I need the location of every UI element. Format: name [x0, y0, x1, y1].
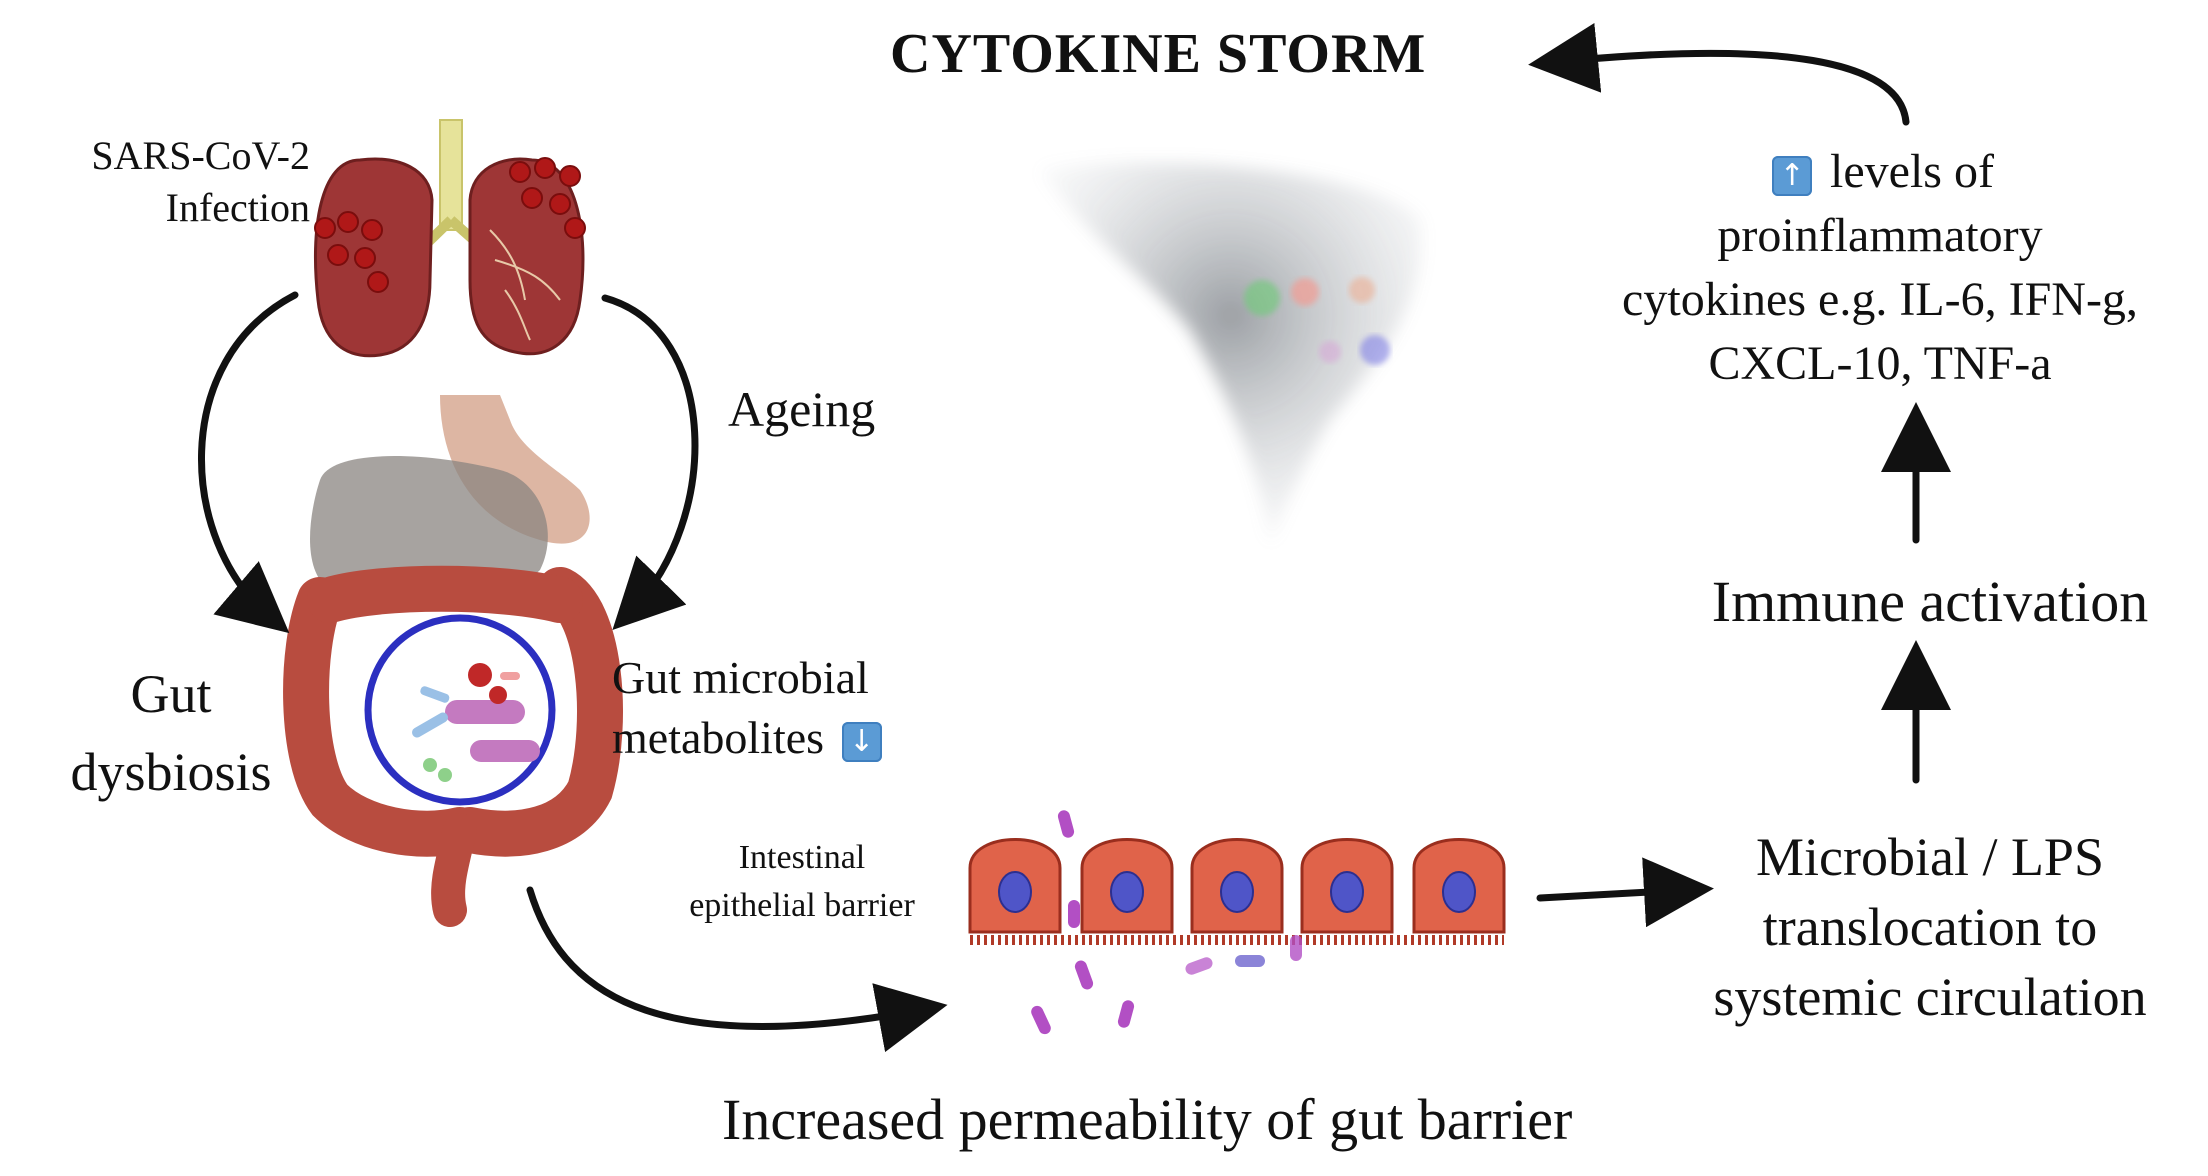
cytokines-line-4: CXCL-10, TNF-a: [1708, 337, 2052, 390]
epithelial-cell: [1080, 838, 1174, 934]
right-lung: [468, 157, 585, 356]
metabolites-line-1: Gut microbial: [612, 652, 869, 703]
tornado-illustration: [1040, 162, 1422, 545]
epithelial-barrier: [968, 838, 1506, 945]
arrow-infection-to-dysbiosis: [198, 291, 299, 634]
translocation-line-1: Microbial / LPS: [1756, 827, 2104, 887]
epithelial-cell: [1190, 838, 1284, 934]
translocation-line-3: systemic circulation: [1713, 967, 2147, 1027]
epithelial-cell: [1412, 838, 1506, 934]
arrow-dysbiosis-to-barrier: [526, 886, 948, 1053]
liver: [310, 456, 548, 604]
infection-label: SARS-CoV-2 Infection: [40, 130, 310, 234]
dysbiosis-line-1: Gut: [130, 664, 212, 724]
arrows: [198, 23, 1951, 1053]
arrow-ageing-to-dysbiosis: [601, 294, 699, 631]
up-arrow-icon: ↑: [1772, 155, 1813, 196]
arrow-cytokines-to-storm: [1528, 23, 1910, 126]
permeability-label: Increased permeability of gut barrier: [722, 1087, 1573, 1152]
epithelial-barrier-label: Intestinal epithelial barrier: [652, 834, 952, 930]
translocation-label: Microbial / LPS translocation to systemi…: [1660, 822, 2200, 1032]
barrier-line-2: epithelial barrier: [689, 887, 915, 924]
metabolites-line-2-row: metabolites ↓: [612, 708, 888, 768]
translocation-line-2: translocation to: [1762, 897, 2098, 957]
immune-activation-label: Immune activation: [1711, 569, 2149, 634]
epithelial-cell: [968, 838, 1062, 934]
cytokines-line-2: proinflammatory: [1717, 209, 2043, 262]
lungs-illustration: [313, 119, 585, 358]
cytokines-line-3: cytokines e.g. IL-6, IFN-g,: [1622, 273, 2138, 326]
cytokines-line-1-row: ↑ levels of: [1560, 140, 2200, 204]
cytokines-line-1: levels of: [1830, 145, 1994, 198]
epithelial-cell: [1300, 838, 1394, 934]
ageing-label: Ageing: [728, 381, 876, 437]
gut-dysbiosis-label: Gut dysbiosis: [36, 655, 306, 811]
barrier-line-1: Intestinal: [738, 839, 866, 876]
digestive-tract-illustration: [283, 395, 623, 927]
arrow-barrier-to-translocation: [1536, 857, 1714, 928]
down-arrow-icon: ↓: [841, 722, 882, 763]
virus-particles: [314, 157, 586, 293]
infection-line-1: SARS-CoV-2: [91, 133, 310, 178]
dysbiosis-line-2: dysbiosis: [70, 742, 272, 802]
metabolites-line-2: metabolites: [612, 712, 825, 763]
metabolites-label: Gut microbial metabolites ↓: [612, 648, 888, 768]
cytokine-storm-title: CYTOKINE STORM: [890, 23, 1427, 85]
bacteria-cluster: [1031, 810, 1302, 1035]
cytokines-label: ↑ levels of proinflammatory cytokines e.…: [1560, 140, 2200, 396]
infection-line-2: Infection: [165, 185, 310, 230]
microbiome-magnifier: [364, 614, 556, 806]
